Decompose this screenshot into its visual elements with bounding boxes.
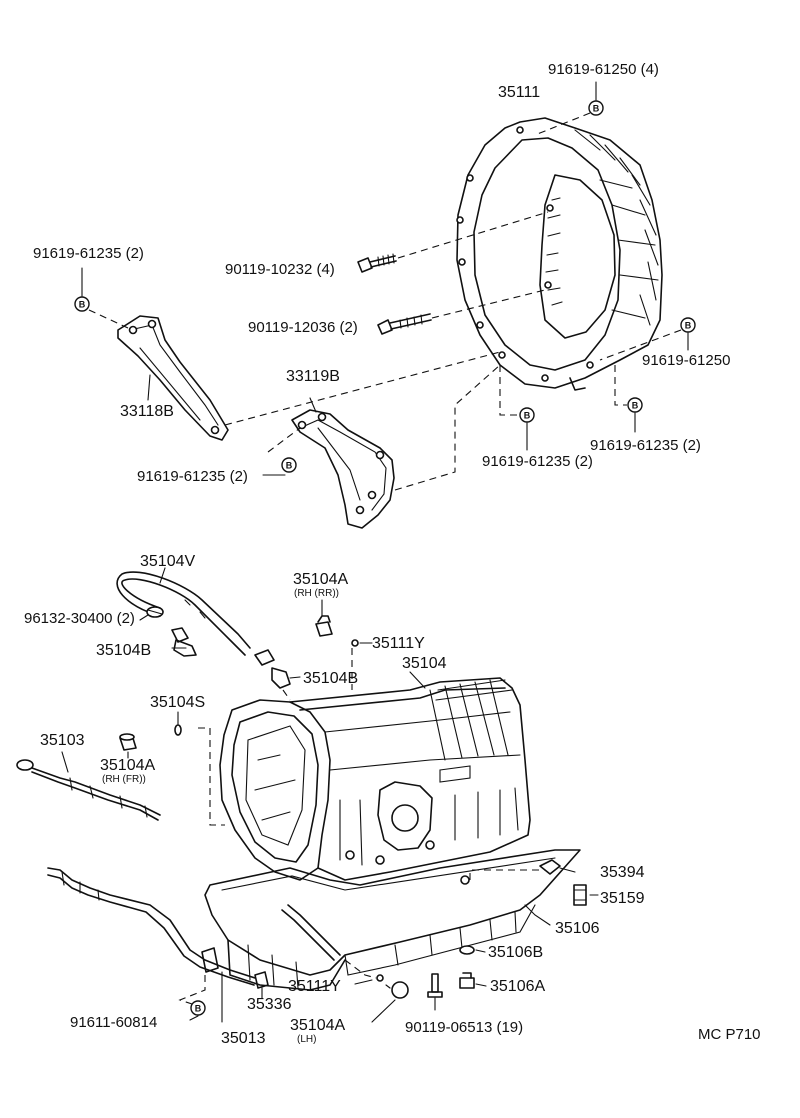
bolt-90119-12036 bbox=[377, 313, 432, 335]
guide-line-bolt-upper bbox=[397, 211, 549, 259]
svg-text:B: B bbox=[632, 401, 639, 411]
bolt-90119-06513 bbox=[427, 973, 443, 998]
label-35394: 35394 bbox=[600, 864, 645, 881]
bracket-33118b bbox=[117, 315, 229, 441]
transmission-35104 bbox=[219, 677, 531, 881]
labels: 91619-61250 (4) 35111 91619-61235 (2) 90… bbox=[24, 61, 761, 1047]
label-35111: 35111 bbox=[498, 84, 540, 101]
fitting-35104b-left bbox=[171, 627, 197, 657]
label-35104b-right: 35104B bbox=[303, 670, 358, 687]
guide-line-35104s bbox=[198, 727, 225, 826]
part-35104s bbox=[174, 724, 182, 736]
guide-line-bolt-lower bbox=[431, 289, 546, 319]
label-rh-fr: (RH (FR)) bbox=[102, 774, 146, 785]
label-91619-61235-2-center: 91619-61235 (2) bbox=[482, 453, 593, 470]
label-90119-10232: 90119-10232 (4) bbox=[225, 261, 335, 278]
label-35336: 35336 bbox=[247, 996, 292, 1013]
label-91619-61235-2-left: 91619-61235 (2) bbox=[33, 245, 144, 262]
oil-pan-35106 bbox=[204, 849, 581, 991]
svg-text:B: B bbox=[524, 411, 531, 421]
oring-35111y-top bbox=[351, 639, 359, 647]
label-91619-61235-2-right: 91619-61235 (2) bbox=[590, 437, 701, 454]
label-91611-60814: 91611-60814 bbox=[70, 1014, 157, 1031]
svg-text:B: B bbox=[593, 104, 600, 114]
label-35103: 35103 bbox=[40, 732, 85, 749]
label-35104a-lh: 35104A bbox=[290, 1017, 345, 1034]
b-marker-top-right: B bbox=[588, 100, 604, 116]
label-90119-06513: 90119-06513 (19) bbox=[405, 1019, 523, 1036]
label-35104a-fr: 35104A bbox=[100, 757, 155, 774]
guide-line-bracket-to-housing bbox=[224, 351, 501, 426]
label-90119-12036: 90119-12036 (2) bbox=[248, 319, 358, 336]
b-marker-right: B bbox=[680, 317, 696, 333]
svg-text:B: B bbox=[685, 321, 692, 331]
plug-35104a-lh bbox=[385, 981, 409, 999]
label-rh-rr: (RH (RR)) bbox=[294, 588, 339, 599]
b-marker-bottom-left: B bbox=[190, 1000, 206, 1016]
label-35106: 35106 bbox=[555, 920, 600, 937]
label-33119b: 33119B bbox=[286, 368, 340, 385]
b-marker-left: B bbox=[74, 296, 90, 312]
guide-line-33119b bbox=[267, 364, 501, 491]
label-35104a-rr: 35104A bbox=[293, 571, 348, 588]
svg-text:B: B bbox=[79, 300, 86, 310]
transmission-housing-35111 bbox=[456, 117, 663, 391]
dipstick-35103 bbox=[16, 759, 161, 821]
filler-tube-35013 bbox=[47, 867, 256, 986]
plug-35104a-rh-rr bbox=[315, 615, 333, 637]
b-marker-mid: B bbox=[281, 457, 297, 473]
label-35104v: 35104V bbox=[140, 553, 195, 570]
label-35159: 35159 bbox=[600, 890, 645, 907]
bolt-35106a bbox=[459, 972, 475, 989]
clip-96132-30400 bbox=[146, 606, 164, 618]
b-marker-lower-right: B bbox=[627, 397, 643, 413]
part-35394 bbox=[539, 859, 561, 875]
label-91619-61250: 91619-61250 bbox=[642, 352, 730, 369]
label-35104b-left: 35104B bbox=[96, 642, 151, 659]
bracket-33119b bbox=[291, 409, 395, 529]
hose-35104v bbox=[116, 571, 251, 656]
fitting-35104b-right bbox=[254, 649, 291, 689]
bolt-90119-10232 bbox=[357, 253, 397, 273]
label-35111y-bottom: 35111Y bbox=[288, 978, 341, 995]
label-96132-30400: 96132-30400 (2) bbox=[24, 610, 135, 627]
label-33118b: 33118B bbox=[120, 403, 174, 420]
label-35104: 35104 bbox=[402, 655, 447, 672]
label-91619-61235-2-mid: 91619-61235 (2) bbox=[137, 468, 248, 485]
guide-line-bracket-left bbox=[88, 309, 129, 329]
label-91619-61250-4: 91619-61250 (4) bbox=[548, 61, 659, 78]
label-35111y-top: 35111Y bbox=[372, 635, 425, 652]
gasket-35106b bbox=[459, 945, 475, 955]
svg-text:B: B bbox=[195, 1004, 202, 1014]
guide-line-top-right bbox=[534, 112, 591, 136]
plug-35104a-rh-fr bbox=[119, 733, 137, 751]
label-lh: (LH) bbox=[297, 1034, 316, 1045]
diagram-code: MC P710 bbox=[698, 1026, 761, 1043]
guide-line-35394 bbox=[469, 869, 545, 880]
oring-35111y-bottom bbox=[376, 974, 384, 982]
b-marker-lower-center: B bbox=[519, 407, 535, 423]
part-35336 bbox=[254, 971, 269, 989]
label-35104s: 35104S bbox=[150, 694, 205, 711]
label-35106a: 35106A bbox=[490, 978, 545, 995]
svg-text:B: B bbox=[286, 461, 293, 471]
label-35013: 35013 bbox=[221, 1030, 266, 1047]
guide-line-right bbox=[599, 329, 682, 361]
part-35159 bbox=[573, 884, 587, 906]
label-35106b: 35106B bbox=[488, 944, 543, 961]
